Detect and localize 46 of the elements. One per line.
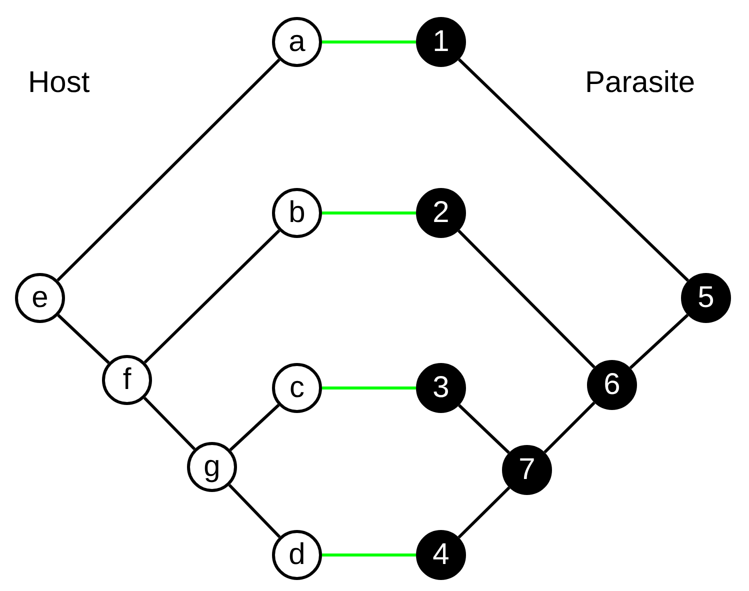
node-label: 1 xyxy=(432,27,450,57)
node-label: a xyxy=(288,27,306,57)
host-node-circle xyxy=(15,273,65,323)
node-label: 4 xyxy=(432,540,450,570)
parasite-node-circle xyxy=(416,363,466,413)
parasite-node-circle xyxy=(587,360,637,410)
connector-line xyxy=(57,314,110,364)
connector-line xyxy=(56,58,280,282)
connector-line xyxy=(458,58,690,282)
connector-line xyxy=(143,396,196,450)
node-label: 7 xyxy=(518,455,536,485)
host-node-circle xyxy=(272,188,322,238)
connector-line xyxy=(144,229,280,364)
connector-line xyxy=(458,404,510,454)
group-label: Parasite xyxy=(585,66,696,100)
node-label: b xyxy=(288,198,306,228)
connector-line xyxy=(544,402,596,454)
node-label: e xyxy=(32,283,48,313)
connector-line xyxy=(629,314,689,370)
host-node-circle xyxy=(102,355,152,405)
host-node-circle xyxy=(272,363,322,413)
connector-line xyxy=(458,230,596,368)
parasite-node-circle xyxy=(416,188,466,238)
node-label: 2 xyxy=(432,198,450,228)
connector-line xyxy=(228,484,281,538)
host-node-circle xyxy=(187,442,237,492)
node-label: 3 xyxy=(432,373,450,403)
parasite-node-circle xyxy=(502,445,552,495)
connector-line xyxy=(458,486,510,538)
connector-line xyxy=(322,554,416,556)
connector-line xyxy=(229,404,280,452)
group-label: Host xyxy=(28,66,90,100)
node-label: c xyxy=(290,373,304,403)
node-label: g xyxy=(204,452,220,482)
node-label: f xyxy=(122,365,132,395)
host-node-circle xyxy=(272,17,322,67)
host-node-circle xyxy=(272,530,322,580)
node-label: 6 xyxy=(604,370,620,400)
parasite-node-circle xyxy=(416,530,466,580)
node-label: d xyxy=(288,540,306,570)
parasite-node-circle xyxy=(416,17,466,67)
connector-line xyxy=(322,40,416,44)
connector-line xyxy=(322,386,416,390)
parasite-node-circle xyxy=(681,273,731,323)
connector-line xyxy=(322,212,416,214)
node-label: 5 xyxy=(698,283,714,313)
